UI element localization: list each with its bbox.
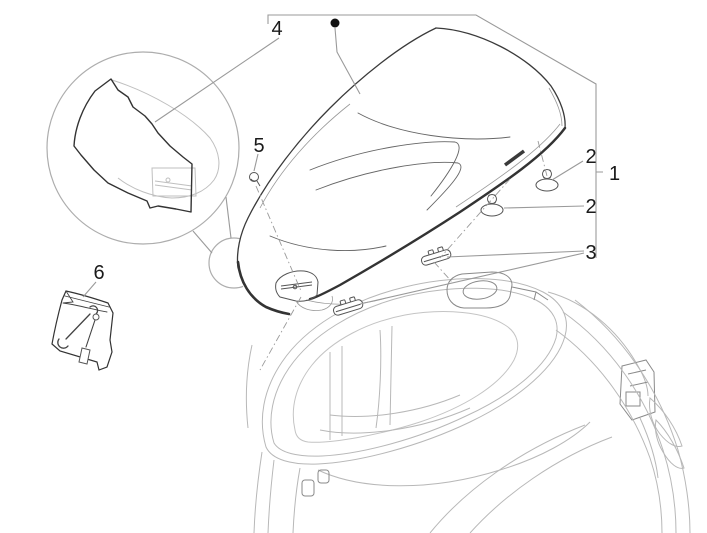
axis-screw-lower bbox=[439, 178, 511, 259]
leader-2-upper bbox=[551, 160, 584, 181]
callout-2-lower[interactable]: 2 bbox=[585, 196, 596, 218]
callout-3[interactable]: 3 bbox=[585, 242, 596, 264]
toolkit-bag-part-6 bbox=[51, 290, 114, 371]
buffer-part-3-upper bbox=[420, 246, 452, 266]
buffer-part-3-lower bbox=[332, 296, 364, 316]
leader-4 bbox=[154, 37, 280, 123]
callout-2-upper[interactable]: 2 bbox=[585, 146, 596, 168]
callout-4[interactable]: 4 bbox=[271, 18, 282, 40]
seat-latch-hook bbox=[503, 149, 526, 167]
callout-labels: 4 5 2 1 2 3 6 bbox=[93, 18, 620, 284]
callout-1[interactable]: 1 bbox=[609, 163, 620, 185]
leader-5 bbox=[253, 153, 259, 172]
magnifier-connector-line bbox=[225, 196, 232, 239]
leader-2-lower bbox=[503, 205, 585, 209]
leader-6 bbox=[82, 281, 97, 298]
callout-5[interactable]: 5 bbox=[253, 135, 264, 157]
wrench-icon bbox=[65, 313, 91, 340]
leader-3-upper bbox=[446, 250, 585, 258]
callout-lines bbox=[82, 14, 603, 371]
body-illustration bbox=[245, 271, 691, 533]
axis-screw-5 bbox=[255, 185, 302, 292]
leader-bullet bbox=[334, 27, 361, 95]
screw-part-2-upper bbox=[535, 169, 559, 192]
seat-hinge-bracket bbox=[275, 270, 333, 311]
saddle-illustration bbox=[236, 27, 567, 316]
magnifier-circle bbox=[46, 51, 240, 245]
group-bracket-line bbox=[267, 14, 603, 258]
screwdriver-icon bbox=[78, 313, 100, 365]
detail-circle bbox=[46, 51, 260, 289]
axis-buffer bbox=[433, 261, 453, 283]
screw-part-5 bbox=[249, 172, 261, 187]
axis-screw-upper bbox=[537, 140, 548, 177]
leader-3-lower bbox=[359, 252, 585, 305]
bullet-marker bbox=[330, 18, 340, 28]
magnifier-connector-line bbox=[192, 230, 213, 254]
callout-6[interactable]: 6 bbox=[93, 262, 104, 284]
screw-part-2-lower bbox=[480, 194, 504, 217]
